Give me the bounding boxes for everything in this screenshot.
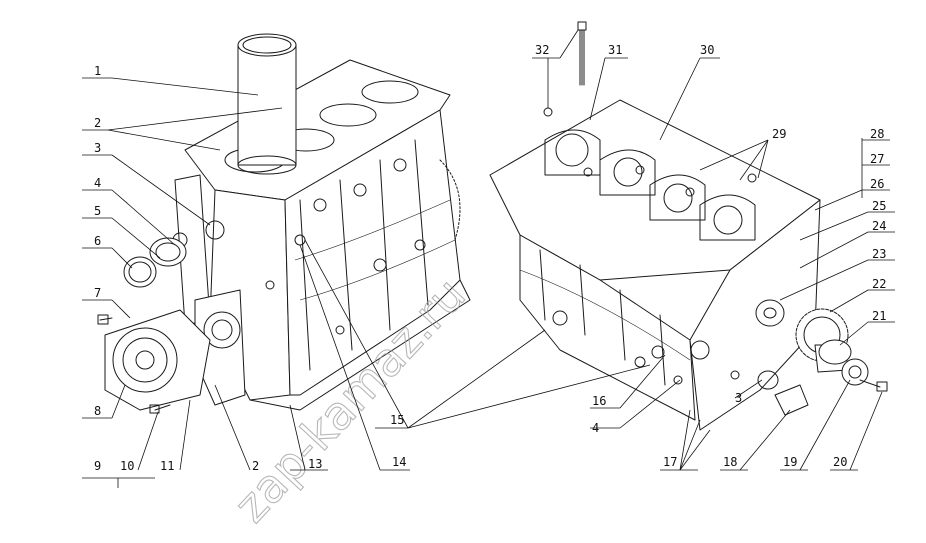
callout-28: 28 [870, 127, 884, 141]
callout-16: 16 [592, 394, 606, 408]
callout-2-bottom: 2 [252, 459, 259, 473]
callout-21: 21 [872, 309, 886, 323]
callout-10: 10 [120, 459, 134, 473]
callout-15: 15 [390, 413, 404, 427]
callout-22: 22 [872, 277, 886, 291]
callout-1: 1 [94, 64, 101, 78]
gear-train-parts [755, 299, 888, 416]
callout-29: 29 [772, 127, 786, 141]
callout-23: 23 [872, 247, 886, 261]
callout-4-right: 4 [592, 421, 599, 435]
cylinder-liner [237, 33, 297, 175]
callout-24: 24 [872, 219, 886, 233]
callout-5: 5 [94, 204, 101, 218]
callout-31: 31 [608, 43, 622, 57]
front-cover-assembly [97, 237, 246, 414]
callout-6: 6 [94, 234, 101, 248]
callout-30: 30 [700, 43, 714, 57]
callout-20: 20 [833, 455, 847, 469]
callout-3-right: 3 [735, 391, 742, 405]
callout-26: 26 [870, 177, 884, 191]
callout-32: 32 [535, 43, 549, 57]
right-cylinder-block [489, 21, 821, 431]
callout-25: 25 [872, 199, 886, 213]
callout-14: 14 [392, 455, 406, 469]
callout-9: 9 [94, 459, 101, 473]
callout-4-left: 4 [94, 176, 101, 190]
callout-3-left: 3 [94, 141, 101, 155]
callout-27: 27 [870, 152, 884, 166]
callout-labels: 1 2 3 4 5 6 7 8 9 10 11 2 13 [82, 29, 895, 488]
callout-8: 8 [94, 404, 101, 418]
callout-2-top: 2 [94, 116, 101, 130]
callout-11: 11 [160, 459, 174, 473]
callout-13: 13 [308, 457, 322, 471]
callout-18: 18 [723, 455, 737, 469]
callout-7: 7 [94, 286, 101, 300]
callout-19: 19 [783, 455, 797, 469]
callout-17: 17 [663, 455, 677, 469]
